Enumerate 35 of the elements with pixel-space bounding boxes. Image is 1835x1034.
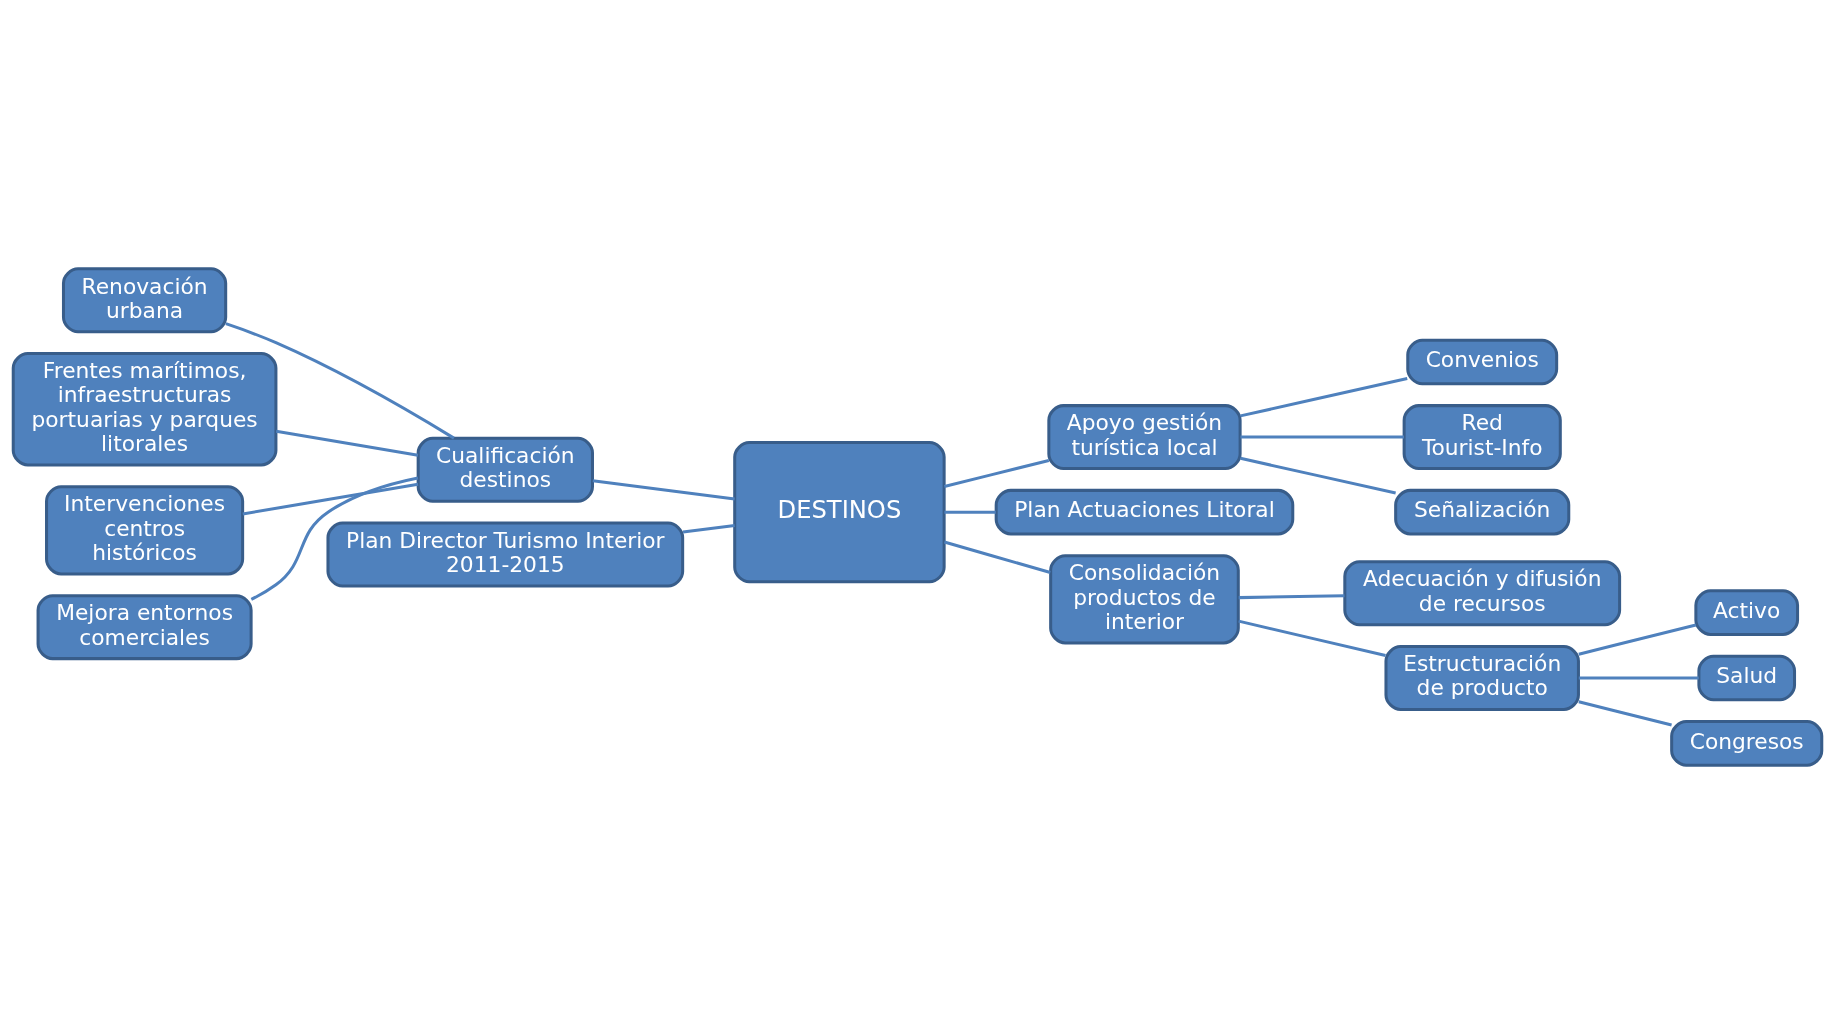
node-box: Red Tourist-Info: [1402, 404, 1562, 471]
connector: [1240, 435, 1404, 439]
connector: [225, 322, 455, 440]
connector: [1578, 700, 1672, 727]
connector: [1578, 676, 1699, 680]
node-box: Plan Director Turismo Interior 2011-2015: [326, 521, 685, 588]
node-box: Adecuación y difusión de recursos: [1343, 560, 1622, 627]
node-box: DESTINOS: [733, 441, 946, 584]
connector: [1238, 594, 1345, 600]
connector: [1240, 377, 1408, 418]
node-box: Apoyo gestión turística local: [1047, 404, 1242, 471]
connector: [242, 482, 419, 516]
node-box: Activo: [1694, 589, 1800, 636]
node-box: Intervenciones centros históricos: [45, 485, 245, 576]
connector: [944, 459, 1050, 488]
node-box: Estructuración de producto: [1384, 645, 1580, 711]
node-box: Convenios: [1406, 338, 1559, 386]
connector: [1238, 619, 1386, 658]
node-box: Salud: [1697, 654, 1797, 702]
connector: [1240, 456, 1396, 495]
node-box: Congresos: [1670, 720, 1824, 767]
connector: [944, 510, 996, 514]
node-box: Señalización: [1394, 488, 1571, 536]
node-box: Frentes marítimos, infraestructuras portuarias y parques litorales: [11, 352, 278, 467]
connector: [682, 523, 735, 534]
node-box: Renovación urbana: [61, 267, 228, 334]
connector: [250, 476, 419, 601]
node-box: Consolidación productos de interior: [1049, 554, 1240, 645]
node-box: Plan Actuaciones Litoral: [994, 488, 1295, 536]
connector: [1578, 623, 1697, 656]
node-box: Cualificación destinos: [416, 436, 594, 503]
connector: [275, 429, 419, 457]
node-box: Mejora entornos comerciales: [36, 594, 253, 661]
connector: [592, 479, 735, 501]
connector: [943, 540, 1051, 574]
